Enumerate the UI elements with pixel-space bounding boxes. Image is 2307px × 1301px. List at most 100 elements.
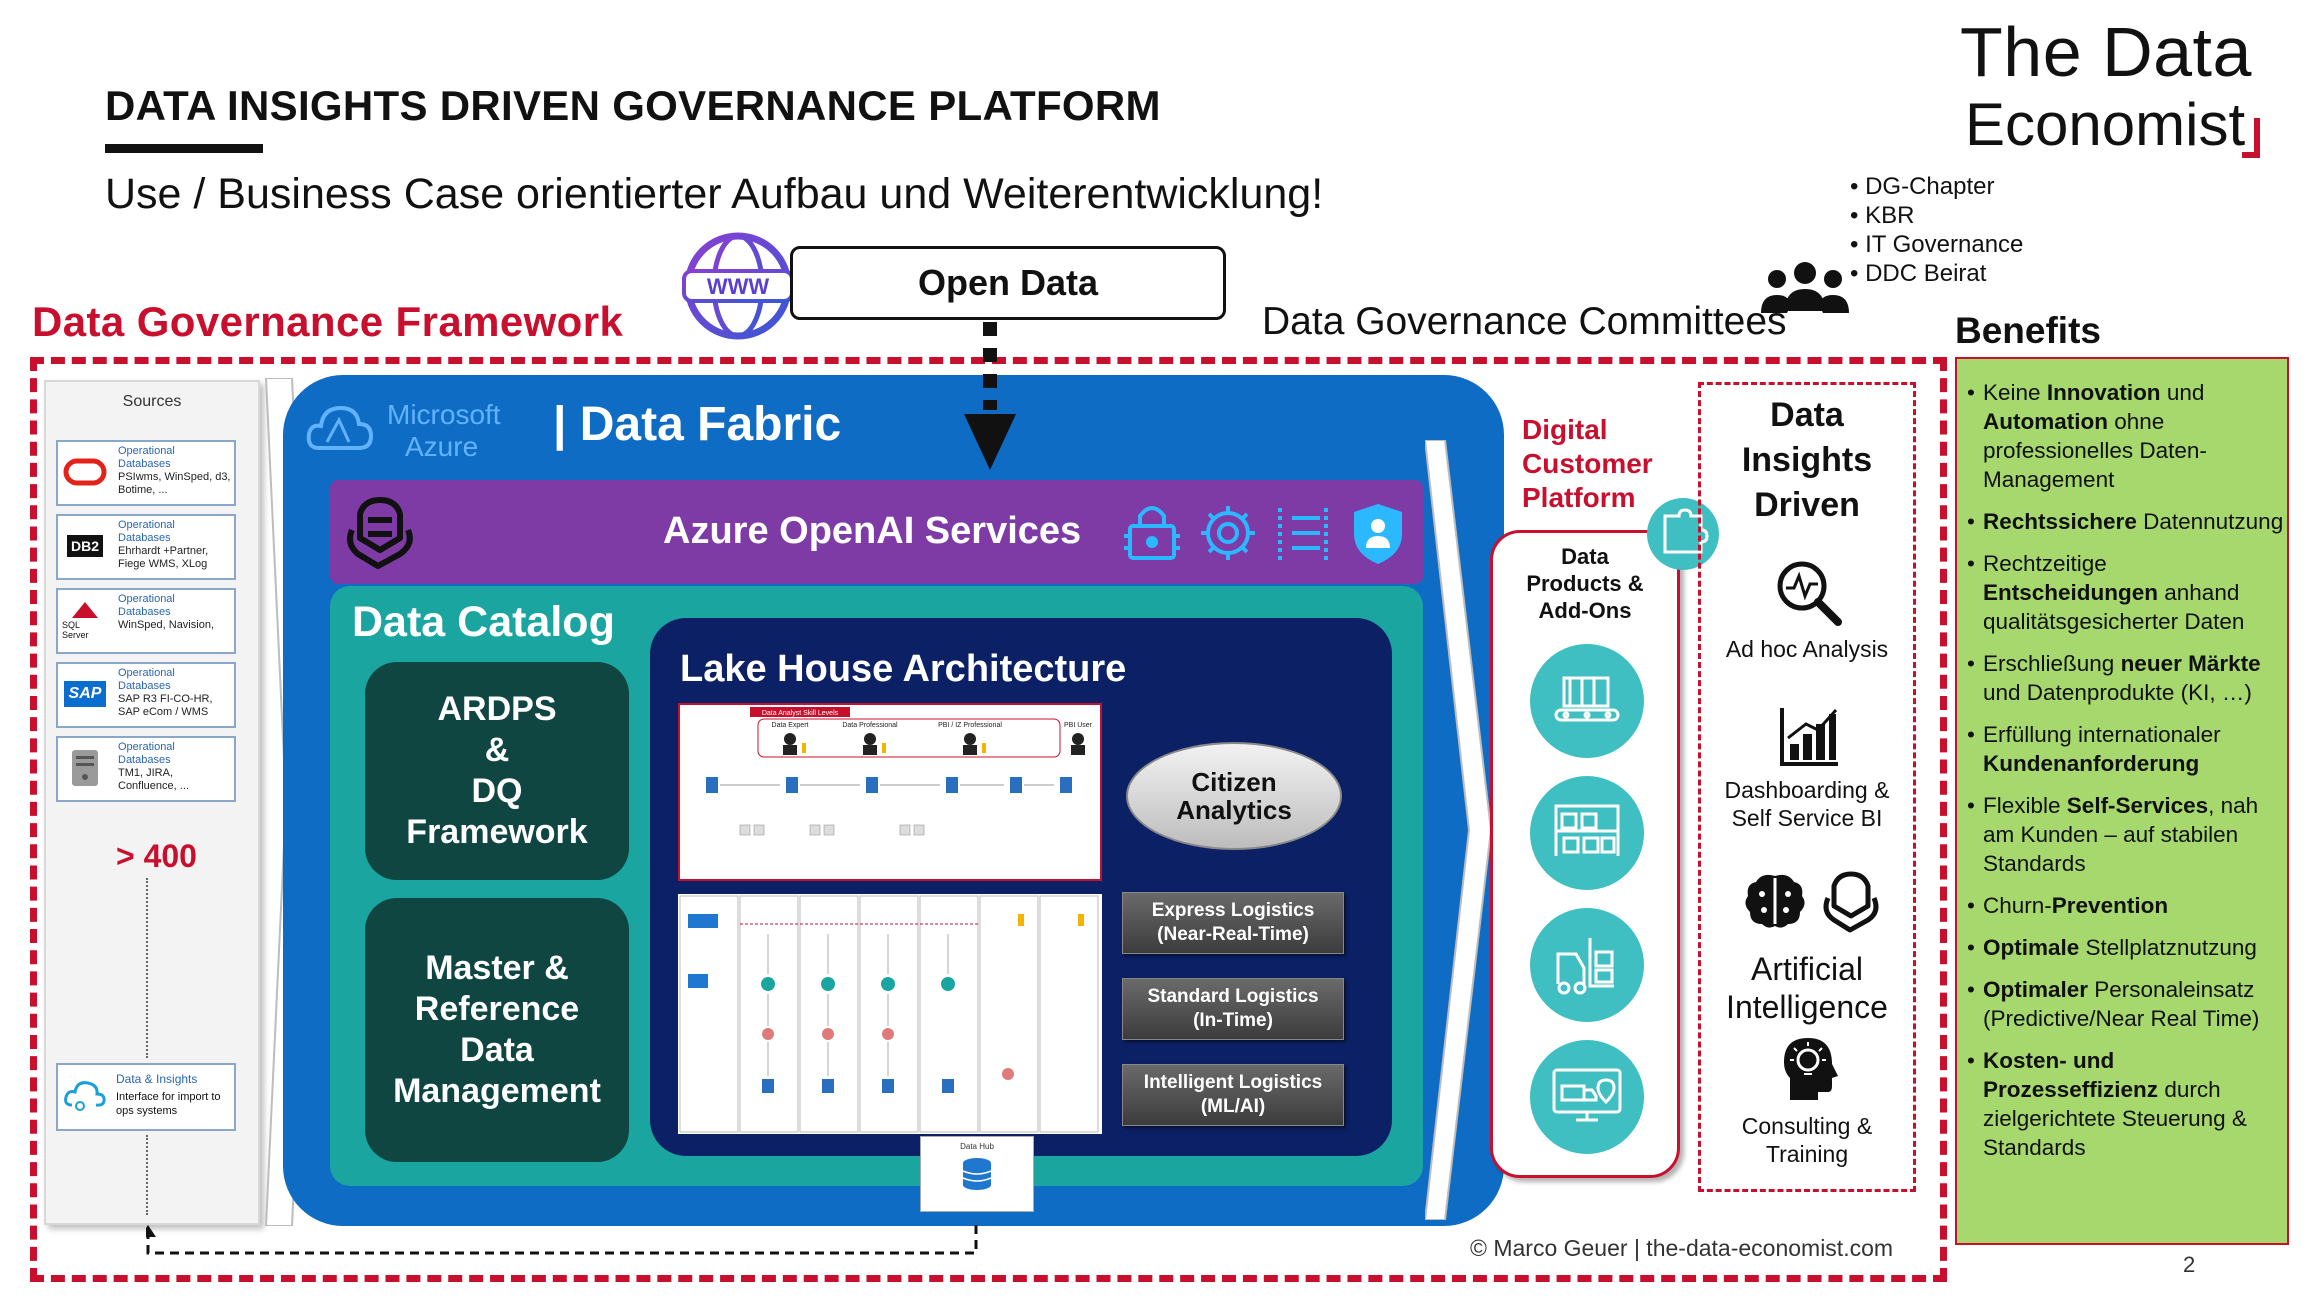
ardps-dq-framework: ARDPS & DQ Framework bbox=[365, 662, 629, 880]
page-title: DATA INSIGHTS DRIVEN GOVERNANCE PLATFORM bbox=[105, 82, 1161, 129]
committees-title: Data Governance Committees bbox=[1262, 300, 1787, 343]
sources-bottom-card bbox=[56, 1063, 236, 1131]
source-type: Operational Databases bbox=[118, 445, 175, 470]
benefit-text: Datennutzung bbox=[2136, 509, 2284, 534]
openai-icon bbox=[1823, 871, 1879, 933]
benefit-text: Kosten- und Prozesseffizienz bbox=[1983, 1048, 2159, 1102]
footer-copyright: © Marco Geuer | the-data-economist.com bbox=[1470, 1235, 1894, 1261]
sources-count: > 400 bbox=[116, 838, 197, 874]
benefit-item: Rechtzeitige Entscheidungen anhand quali… bbox=[1967, 549, 2285, 636]
benefit-text: Keine bbox=[1983, 380, 2047, 405]
list-dots-icon bbox=[1278, 508, 1328, 560]
intelligent-logistics-box: Intelligent Logistics (ML/AI) bbox=[1122, 1064, 1344, 1126]
source-desc: SAP R3 FI-CO-HR, SAP eCom / WMS bbox=[118, 693, 213, 718]
benefit-text: Innovation bbox=[2046, 380, 2161, 405]
cloud-icon bbox=[64, 1081, 106, 1111]
consulting-training-label: Consulting & Training bbox=[1741, 1113, 1873, 1167]
benefit-text: Self-Services bbox=[2066, 793, 2209, 818]
benefit-item: Optimale Stellplatznutzung bbox=[1967, 933, 2285, 962]
azure-line-1: Microsoft bbox=[387, 399, 501, 430]
data-hub-card: Data Hub bbox=[920, 1136, 1034, 1212]
benefit-text: Erfüllung internationaler bbox=[1983, 722, 2221, 747]
artificial-intelligence-label: Artificial Intelligence bbox=[1726, 951, 1888, 1025]
committee-list: DG-Chapter KBR IT Governance DDC Beirat bbox=[1850, 172, 2023, 288]
people-group-icon bbox=[1761, 262, 1849, 313]
openai-logo-icon bbox=[347, 497, 413, 569]
openai-feature-icons bbox=[1124, 504, 1402, 564]
source-desc: Ehrhardt +Partner, Fiege WMS, XLog bbox=[118, 545, 209, 570]
sources-title: Sources bbox=[122, 393, 182, 410]
benefit-text: Rechtzeitige bbox=[1983, 551, 2107, 576]
benefit-text: und Datenprodukte (KI, …) bbox=[1983, 680, 2252, 705]
lake-house-title: Lake House Architecture bbox=[680, 648, 1127, 690]
skill-levels-label: Data Analyst Skill Levels bbox=[762, 710, 839, 717]
role-label: PBI / IZ Professional bbox=[938, 722, 1002, 729]
benefits-list: Keine Innovation und Automation ohne pro… bbox=[1967, 378, 2285, 1175]
openai-services-title: Azure OpenAI Services bbox=[663, 510, 1082, 552]
azure-line-2: Azure bbox=[405, 431, 478, 462]
source-type: Operational Databases bbox=[118, 519, 175, 544]
benefit-text: Personaleinsatz (Predictive/Near Real Ti… bbox=[1983, 977, 2260, 1031]
source-card-server: Operational Databases TM1, JIRA, Conflue… bbox=[56, 736, 236, 802]
role-label: Data Expert bbox=[772, 722, 809, 729]
ad-hoc-analysis-label: Ad hoc Analysis bbox=[1725, 636, 1889, 662]
benefit-text: ohne professionelles Daten-Management bbox=[1983, 409, 2207, 492]
benefit-item: Kosten- und Prozesseffizienz durch zielg… bbox=[1967, 1046, 2285, 1162]
sources-bottom-desc: Interface for import to ops systems bbox=[116, 1091, 221, 1117]
forklift-icon bbox=[1556, 938, 1614, 995]
source-type: Operational Databases bbox=[118, 667, 175, 692]
benefit-item: Optimaler Personaleinsatz (Predictive/Ne… bbox=[1967, 975, 2285, 1033]
server-icon bbox=[62, 748, 108, 788]
source-desc: PSIwms, WinSped, d3, Botime, ... bbox=[118, 471, 231, 496]
benefit-item: Churn-Prevention bbox=[1967, 891, 2285, 920]
dashboarding-self-service-label: Dashboarding & Self Service BI bbox=[1724, 777, 1890, 831]
digital-customer-platform-title: Digital Customer Platform bbox=[1522, 414, 1653, 513]
openai-services-bar bbox=[330, 480, 1423, 584]
data-products-addons-label: Data Products & Add-Ons bbox=[1526, 544, 1644, 623]
lakehouse-pipeline-diagram bbox=[678, 894, 1102, 1134]
return-connector bbox=[146, 1135, 148, 1215]
source-type: Operational Databases bbox=[118, 741, 175, 766]
brand-line-2: Economist bbox=[1965, 91, 2246, 158]
benefit-item: Erschließung neuer Märkte und Datenprodu… bbox=[1967, 649, 2285, 707]
data-fabric-title: | Data Fabric bbox=[553, 398, 842, 451]
benefit-text: Optimaler bbox=[1983, 977, 2089, 1002]
source-card-db2: DB2 Operational Databases Ehrhardt +Part… bbox=[56, 514, 236, 580]
committee-item: DDC Beirat bbox=[1850, 259, 2023, 288]
teal-circle-delivery bbox=[1530, 1040, 1644, 1154]
brain-icon bbox=[1745, 874, 1805, 928]
www-text: WWW bbox=[707, 274, 770, 299]
benefit-text: anhand qualitätsgesicherter Daten bbox=[1983, 580, 2245, 634]
www-globe-icon: WWW bbox=[682, 232, 794, 340]
return-flow-line bbox=[146, 1225, 978, 1255]
data-insights-driven-title: Data Insights Driven bbox=[1741, 396, 1873, 524]
warehouse-shelf-icon bbox=[1554, 804, 1620, 856]
brand-line-1: The Data bbox=[1960, 13, 2252, 91]
magnifier-analysis-icon bbox=[1777, 561, 1842, 626]
role-label: Data Professional bbox=[842, 722, 898, 729]
benefit-item: Erfüllung internationaler Kundenanforder… bbox=[1967, 720, 2285, 778]
head-lightbulb-icon bbox=[1784, 1038, 1838, 1100]
committee-item: IT Governance bbox=[1850, 230, 2023, 259]
benefit-text: Rechtssichere bbox=[1983, 509, 2137, 534]
benefit-text: Churn- bbox=[1983, 893, 2052, 918]
committee-item: DG-Chapter bbox=[1850, 172, 2023, 201]
conveyor-boxes-icon bbox=[1554, 676, 1620, 722]
sql-server-icon: SQL Server bbox=[62, 600, 108, 640]
brand-corner-mark bbox=[2242, 118, 2260, 158]
master-reference-data-management: Master & Reference Data Management bbox=[365, 898, 629, 1162]
benefit-text: Flexible bbox=[1983, 793, 2067, 818]
teal-circle-forklift bbox=[1530, 908, 1644, 1022]
citizen-analytics-badge: Citizen Analytics bbox=[1126, 742, 1342, 850]
benefit-text: Prevention bbox=[2051, 893, 2169, 918]
teal-circle-conveyor bbox=[1530, 644, 1644, 758]
title-underline bbox=[105, 144, 263, 153]
shield-user-icon bbox=[1354, 504, 1402, 564]
benefit-item: Flexible Self-Services, nah am Kunden – … bbox=[1967, 791, 2285, 878]
benefit-text: durch zielgerichtete Steuerung & Standar… bbox=[1983, 1077, 2247, 1160]
open-data-label: Open Data bbox=[917, 262, 1099, 303]
sap-icon: SAP bbox=[62, 674, 108, 714]
benefit-text: neuer Märkte bbox=[2120, 651, 2261, 676]
data-catalog-title: Data Catalog bbox=[352, 598, 615, 646]
page-subtitle: Use / Business Case orientierter Aufbau … bbox=[105, 170, 1324, 218]
